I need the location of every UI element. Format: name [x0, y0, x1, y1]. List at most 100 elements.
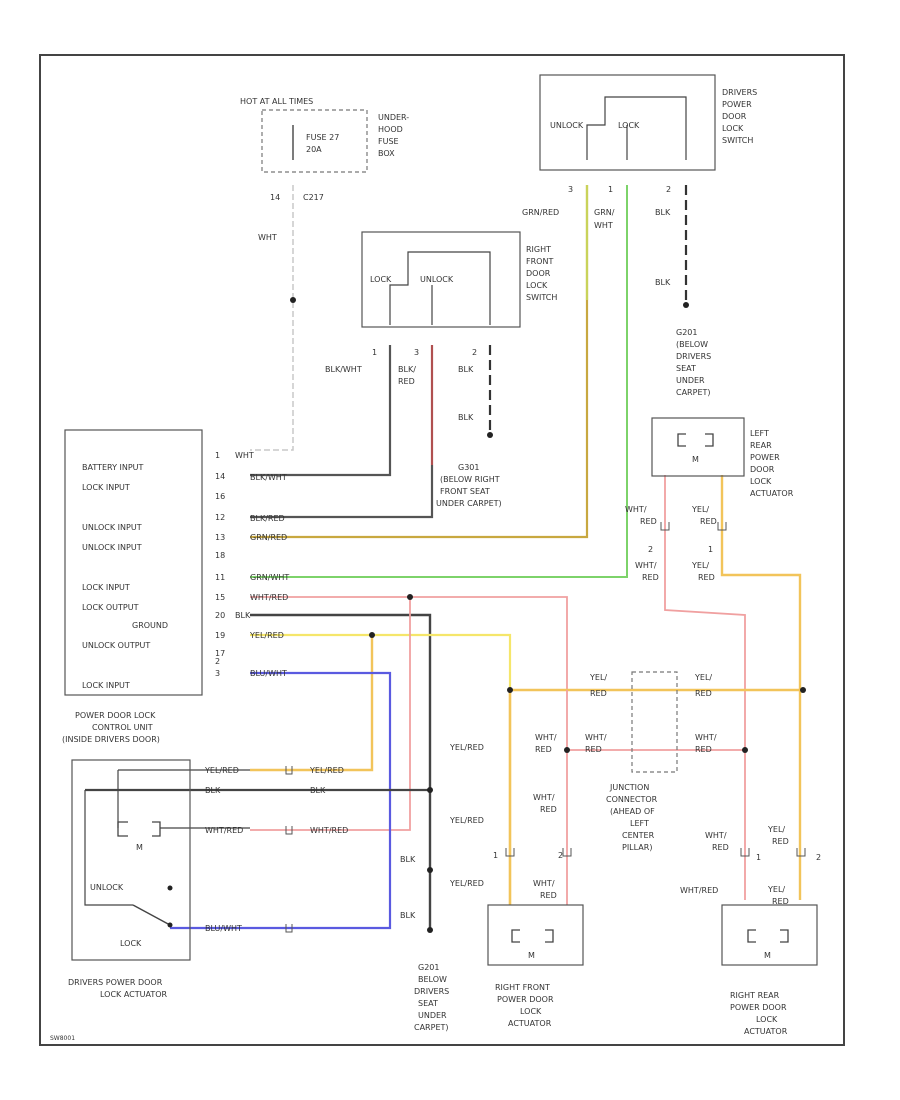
- rf-act-title: RIGHT FRONT: [495, 983, 550, 992]
- da-wire: WHT/RED: [310, 826, 348, 835]
- splice-dot: [427, 867, 433, 873]
- da-wire: BLU/WHT: [205, 924, 242, 933]
- cu-pin: 13: [215, 533, 225, 542]
- ground-g201: BLK BLK G201 BELOW DRIVERS SEAT UNDER CA…: [400, 855, 449, 1032]
- g201-upper-label: SEAT: [676, 364, 696, 373]
- rf-act-wire: WHT/: [533, 793, 555, 802]
- rf-act-wire: YEL/RED: [449, 879, 484, 888]
- rr-motor-bracket: [747, 929, 789, 943]
- splice-dot: [427, 787, 433, 793]
- rf-act-wire: YEL/RED: [449, 816, 484, 825]
- rf-actuator-box: [487, 904, 584, 966]
- wires: [84, 185, 803, 930]
- lr-motor-bracket: [677, 433, 714, 447]
- jc-wire: RED: [695, 745, 712, 754]
- cu-pin: 14: [215, 472, 225, 481]
- ds-wire: GRN/RED: [522, 208, 559, 217]
- cu-wire: BLU/WHT: [250, 669, 287, 678]
- connector-mark: [717, 522, 727, 531]
- cu-pin: 11: [215, 573, 225, 582]
- wire-lr-yel-red: [720, 475, 802, 900]
- rf-act-wire: WHT/: [533, 879, 555, 888]
- rf-pin: 1: [372, 348, 377, 357]
- fuse-box: HOT AT ALL TIMES FUSE 27 20A UNDER- HOOD…: [240, 97, 409, 242]
- fuse-box-location: UNDER-: [378, 113, 409, 122]
- right-front-switch: LOCK UNLOCK RIGHT FRONT DOOR LOCK SWITCH…: [325, 231, 557, 508]
- rf-title: DOOR: [526, 269, 551, 278]
- da-wire: BLK: [205, 786, 221, 795]
- cu-title: CONTROL UNIT: [92, 723, 153, 732]
- rf-act-motor: M: [528, 951, 535, 960]
- lr-title: LEFT: [750, 429, 769, 438]
- wire-da-blk-inner: [84, 790, 133, 906]
- fuse-box-location: HOOD: [378, 125, 403, 134]
- cu-title: POWER DOOR LOCK: [75, 711, 156, 720]
- rf-act-title: LOCK: [520, 1007, 542, 1016]
- da-motor: M: [136, 843, 143, 852]
- rr-actuator-box: [721, 904, 818, 966]
- diagram-frame: [39, 54, 845, 1046]
- rf-pin: 2: [472, 348, 477, 357]
- jc-wire: RED: [585, 745, 602, 754]
- splice-dot: [800, 687, 806, 693]
- ds-wire: BLK: [655, 208, 671, 217]
- lr-pin: 2: [648, 545, 653, 554]
- cu-pin: 15: [215, 593, 225, 602]
- rr-act-wire: RED: [772, 837, 789, 846]
- lr-wire: RED: [698, 573, 715, 582]
- lr-wire: YEL/: [691, 561, 709, 570]
- jc-wire: WHT/: [695, 733, 717, 742]
- jc-title: JUNCTION: [609, 783, 649, 792]
- rr-act-pin: 1: [756, 853, 761, 862]
- lr-title: REAR: [750, 441, 772, 450]
- cu-wire: WHT: [235, 451, 254, 460]
- ds-pin: 2: [666, 185, 671, 194]
- g201-label: SEAT: [418, 999, 438, 1008]
- cu-pin: 3: [215, 669, 220, 678]
- rf-wire: RED: [398, 377, 415, 386]
- connector-mark: [740, 848, 750, 857]
- jc-wire: RED: [695, 689, 712, 698]
- fuse-box-outline: [261, 109, 368, 173]
- fuse-name: FUSE 27: [306, 133, 339, 142]
- connector-mark: [505, 848, 515, 857]
- splice-dot: [564, 747, 570, 753]
- control-unit: BATTERY INPUT LOCK INPUT UNLOCK INPUT UN…: [62, 429, 289, 744]
- g201-upper-label: G201: [676, 328, 697, 337]
- connector-mark: [285, 924, 293, 933]
- cu-pin: 1: [215, 451, 220, 460]
- lr-pin: 1: [708, 545, 713, 554]
- rf-ground: G301: [458, 463, 479, 472]
- footer-code: SW8001: [50, 1035, 75, 1042]
- cu-input: GROUND: [132, 621, 168, 630]
- rf-pin: 3: [414, 348, 419, 357]
- splice-dot: [427, 927, 433, 933]
- junction-connector: YEL/ RED YEL/ RED WHT/ RED WHT/ RED WHT/…: [535, 671, 717, 852]
- cu-wire: WHT/RED: [250, 593, 288, 602]
- wire-wht-feed: [250, 185, 294, 451]
- right-front-actuator: M YEL/RED YEL/RED YEL/RED WHT/ RED WHT/ …: [449, 743, 584, 1028]
- g201-label: CARPET): [414, 1023, 449, 1032]
- lr-wire: RED: [640, 517, 657, 526]
- da-wire: YEL/RED: [204, 766, 239, 775]
- da-unlock: UNLOCK: [90, 883, 124, 892]
- g201-label: DRIVERS: [414, 987, 449, 996]
- lr-wire: RED: [642, 573, 659, 582]
- rr-act-wire: RED: [712, 843, 729, 852]
- left-rear-actuator: M LEFT REAR POWER DOOR LOCK ACTUATOR WHT…: [625, 417, 794, 582]
- connector-mark: [285, 826, 293, 835]
- ds-wire: WHT: [594, 221, 613, 230]
- wire-yel-red-main: [250, 633, 512, 690]
- connector-mark: [562, 848, 572, 857]
- da-title: LOCK ACTUATOR: [100, 990, 168, 999]
- ds-title: DRIVERS: [722, 88, 757, 97]
- g201-upper-label: UNDER: [676, 376, 705, 385]
- fuse-wire: WHT: [258, 233, 277, 242]
- rf-lock: LOCK: [370, 275, 392, 284]
- cu-pin: 2: [215, 657, 220, 666]
- g201-upper-label: (BELOW: [676, 340, 708, 349]
- ds-pin: 1: [608, 185, 613, 194]
- rf-ground: FRONT SEAT: [440, 487, 490, 496]
- cu-input: LOCK OUTPUT: [82, 603, 139, 612]
- ground-g201-upper: G201 (BELOW DRIVERS SEAT UNDER CARPET): [676, 328, 711, 397]
